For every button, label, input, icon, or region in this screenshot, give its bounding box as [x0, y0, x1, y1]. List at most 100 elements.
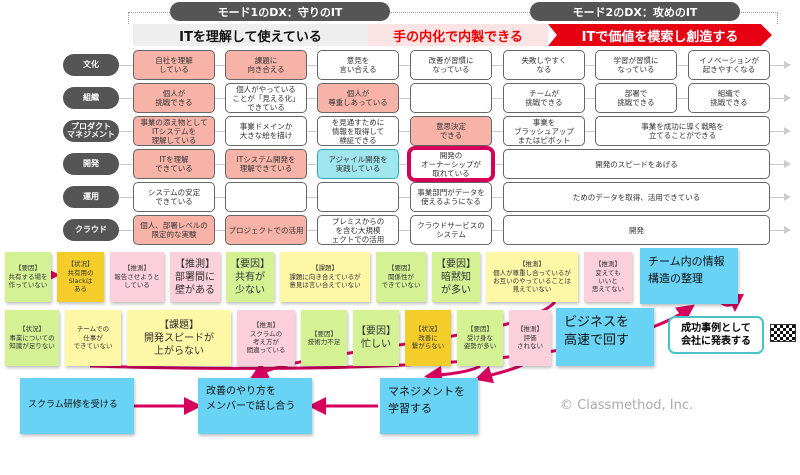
note-tag: 【状況】 — [415, 325, 441, 334]
note-tag: 【推測】 — [253, 321, 279, 330]
maturity-cell: システムの安定 できている — [133, 182, 215, 212]
sticky-note[interactable]: 【要因】受け身な 姿勢が多い — [457, 310, 503, 366]
note-text: チームでの 仕事が できていない — [73, 325, 113, 351]
maturity-cell: 意思決定 できる — [410, 116, 492, 146]
maturity-cell: 失敗しやすく なる — [503, 50, 585, 80]
maturity-cell: 事業を成功に導く戦略を 立てることができる — [595, 116, 770, 146]
arrow-passive-to-mgmt — [424, 364, 481, 384]
row-arrow-icon — [784, 61, 791, 69]
sticky-note[interactable]: 【要因】忙しい — [353, 310, 399, 366]
maturity-cell — [317, 182, 399, 212]
note-text: スクラムの 考え方が 間違っている — [246, 329, 286, 355]
maturity-cell: イノベーションが 起きやすくなる — [688, 50, 770, 80]
maturity-cell: 学習が習慣に なっている — [595, 50, 677, 80]
note-tag: 【課題】 — [159, 319, 199, 331]
note-text: 事業についての 知識が足りない — [9, 333, 55, 351]
maturity-cell: 個人が 挑戦できる — [133, 83, 215, 113]
note-tag: 【推測】 — [124, 264, 150, 273]
note-tag: 【推測】 — [517, 325, 543, 334]
note-tag: 【要因】 — [467, 325, 493, 334]
sticky-note[interactable]: 【推測】評価 されない — [509, 310, 551, 366]
note-tag: 【状況】 — [67, 260, 94, 269]
note-text: 評価 されない — [517, 333, 543, 351]
note-text: 暗黙知 が多い — [441, 271, 471, 296]
maturity-cell: 個人がやっている ことが「見える化」 できている — [225, 83, 307, 113]
maturity-cell: クラウドサービスの システム — [410, 215, 492, 245]
row-arrow-icon — [784, 160, 791, 168]
maturity-cell: 組織で 挑戦できる — [688, 83, 770, 113]
row-label: クラウド — [63, 219, 119, 241]
note-tag: 【推測】 — [519, 260, 545, 269]
maturity-cell: ITシステム開発を 理解できている — [225, 149, 307, 179]
maturity-cell: 個人、部署レベルの 限定的な実験 — [133, 215, 215, 245]
sticky-note[interactable]: 【推測】スクラムの 考え方が 間違っている — [237, 310, 295, 366]
sticky-note[interactable]: 【状況】共有用の Slackは ある — [57, 252, 104, 302]
row-arrow-icon — [784, 226, 791, 234]
note-tag: 【要因】 — [230, 258, 270, 270]
maturity-cell: 開発のスピードをあげる — [503, 149, 770, 179]
card-improve-discussion[interactable]: 改善のやり方を メンバーで話し合う — [198, 378, 312, 434]
note-tag: 【状況】 — [19, 325, 45, 334]
note-text: 共有が 少ない — [235, 271, 265, 296]
note-text: 共有用の Slackは ある — [67, 268, 94, 294]
note-text: 報告させようと している — [114, 272, 160, 290]
checkered-flag-icon — [770, 324, 796, 342]
note-text: 開発スピードが 上がらない — [144, 332, 214, 357]
sticky-note[interactable]: 【状況】事業についての 知識が足りない — [5, 310, 59, 366]
maturity-cell: プロジェクトでの活用 — [225, 215, 307, 245]
maturity-cell: チームが 挑戦できる — [503, 83, 585, 113]
sticky-note[interactable]: 【要因】共有が 少ない — [226, 252, 274, 302]
note-tag: 【課題】 — [312, 264, 338, 273]
row-label: プロダクト マネジメント — [63, 120, 119, 142]
note-tag: 【要因】 — [356, 326, 396, 337]
note-text: 部署間に 壁がある — [175, 271, 215, 296]
sticky-note[interactable]: 【推測】変えても いいと 思えてない — [584, 252, 632, 302]
sticky-note[interactable]: 【推測】報告させようと している — [110, 252, 164, 302]
sticky-note[interactable]: 【課題】課題に向き合えているが 意見は言い合えていない — [280, 252, 370, 302]
note-text: 変えても いいと 思えてない — [591, 268, 625, 294]
note-text: 技術力不足 — [307, 338, 341, 346]
sticky-note[interactable]: 【要因】共有する場を 作っていない — [5, 252, 51, 302]
banner-internalize: 手の内化で内製できる — [368, 24, 548, 46]
row-arrow-icon — [784, 127, 791, 135]
note-tag: 【要因】 — [311, 329, 337, 338]
maturity-cell — [410, 83, 492, 113]
maturity-cell: 改善が習慣に なっている — [410, 50, 492, 80]
sticky-note[interactable]: 【要因】関係性が できていない — [376, 252, 426, 302]
maturity-cell: 部署で 挑戦できる — [595, 83, 677, 113]
note-text: 改善に 繋がらない — [411, 333, 445, 351]
card-scrum-training[interactable]: スクラム研修を受ける — [20, 378, 134, 434]
banner-create-value: ITで価値を模索し創造する — [548, 24, 772, 46]
maturity-cell: ためのデータを取得、活用できている — [503, 182, 770, 212]
sticky-note[interactable]: チームでの 仕事が できていない — [65, 310, 121, 366]
sticky-note[interactable]: 【推測】部署間に 壁がある — [170, 252, 220, 302]
maturity-cell: 開発 — [503, 215, 770, 245]
maturity-cell: 個人が 尊重しあっている — [317, 83, 399, 113]
maturity-cell: 課題に 向き合える — [225, 50, 307, 80]
sticky-note[interactable]: 【推測】個人が尊重し合っているが お互いのやっていることは 見えていない — [486, 252, 578, 302]
note-text: 受け身な 姿勢が多い — [463, 333, 497, 351]
sticky-note[interactable]: 【状況】改善に 繋がらない — [405, 310, 451, 366]
sticky-note[interactable]: 【課題】開発スピードが 上がらない — [127, 310, 231, 366]
note-tag: 【要因】 — [436, 258, 476, 270]
banner-understand-it: ITを理解して使えている — [133, 24, 368, 46]
maturity-cell: 事業を ブラッシュアップ またはピボット — [503, 116, 585, 146]
row-label: 組織 — [63, 87, 119, 109]
sticky-note[interactable]: 【要因】技術力不足 — [301, 310, 347, 366]
mode-frame — [128, 12, 778, 24]
row-arrow-icon — [784, 193, 791, 201]
maturity-cell: 事業ドメインか 大きな絵を描け — [225, 116, 307, 146]
maturity-cell: 自社を理解 している — [133, 50, 215, 80]
sticky-note[interactable]: 【要因】暗黙知 が多い — [432, 252, 480, 302]
mode1-label: モード1のDX：守りのIT — [170, 2, 390, 21]
maturity-cell: 事業部門がデータを 使えるようになる — [410, 182, 492, 212]
row-label: 文化 — [63, 54, 119, 76]
row-label: 開発 — [63, 153, 119, 175]
callout-success-case: 成功事例として 会社に発表する — [668, 316, 764, 354]
card-info-structure[interactable]: チーム内の情報 構造の整理 — [640, 248, 738, 304]
card-business-speed[interactable]: ビジネスを 高速で回す — [556, 308, 654, 366]
row-arrow-icon — [784, 94, 791, 102]
maturity-cell: を見通すために 情報を取得して 検証できる — [317, 116, 399, 146]
note-text: 関係性が できていない — [381, 272, 421, 290]
card-learn-management[interactable]: マネジメントを 学習する — [380, 378, 478, 434]
